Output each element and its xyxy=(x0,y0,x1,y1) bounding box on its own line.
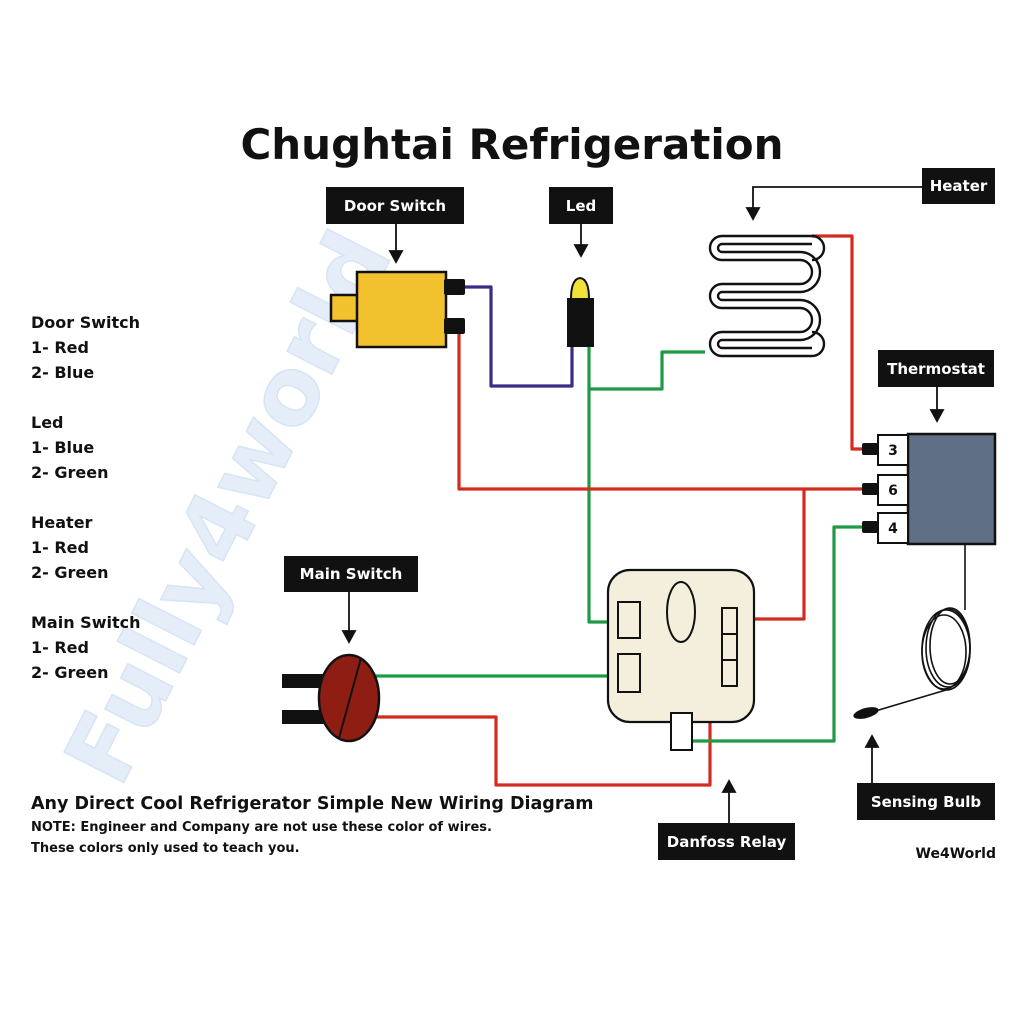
pointer-arrows xyxy=(341,186,945,823)
legend-item: 1- Red xyxy=(31,338,89,357)
door-switch xyxy=(329,270,465,349)
main-switch-prong-top xyxy=(282,674,326,688)
legend-heading: Door Switch xyxy=(31,313,141,332)
relay-terminal-top-left xyxy=(617,601,641,639)
led-tag: Led xyxy=(549,187,613,224)
legend-item: 2- Blue xyxy=(31,363,95,382)
thermostat-terminal-6-label: 6 xyxy=(888,483,898,499)
thermostat-terminal-4-label: 4 xyxy=(888,521,898,537)
diagram-title: Chughtai Refrigeration xyxy=(240,120,784,169)
door-switch-tag: Door Switch xyxy=(326,187,464,224)
thermostat-terminal-3-label: 3 xyxy=(888,443,898,459)
credit-text: We4World xyxy=(915,846,996,862)
relay-terminal-bottom-left xyxy=(617,653,641,693)
main-switch-tag: Main Switch xyxy=(284,556,418,592)
thermostat-terminal-3-box xyxy=(877,434,909,466)
main-switch-divider xyxy=(338,657,362,739)
legend-item: 1- Blue xyxy=(31,438,95,457)
legend-heading: Led xyxy=(31,413,64,432)
legend-group-main-switch: Main Switch 1- Red 2- Green xyxy=(31,610,140,685)
legend-item: 2- Green xyxy=(31,463,109,482)
thermostat-terminal-dots xyxy=(862,443,878,533)
thermostat-terminal-4-box xyxy=(877,512,909,544)
diagram-caption: Any Direct Cool Refrigerator Simple New … xyxy=(31,794,594,859)
danfoss-relay-tag: Danfoss Relay xyxy=(658,823,795,860)
thermostat-terminal-6-box xyxy=(877,474,909,506)
legend-heading: Heater xyxy=(31,513,93,532)
thermostat-tag: Thermostat xyxy=(878,350,994,387)
door-switch-plunger xyxy=(329,293,362,323)
legend-group-door-switch: Door Switch 1- Red 2- Blue xyxy=(31,310,140,385)
led-body xyxy=(567,298,594,347)
legend-item: 2- Green xyxy=(31,663,109,682)
main-switch xyxy=(282,653,381,743)
caption-note-line-2: These colors only used to teach you. xyxy=(31,841,300,856)
legend-item: 2- Green xyxy=(31,563,109,582)
main-switch-prong-bottom xyxy=(282,710,326,724)
sensing-bulb xyxy=(853,707,879,719)
heater-coil xyxy=(708,234,826,358)
red-wire-heater-to-thermostat xyxy=(812,234,878,451)
door-switch-terminal-1 xyxy=(444,279,465,295)
wire-legend: Door Switch 1- Red 2- Blue Led 1- Blue 2… xyxy=(31,310,140,710)
door-switch-body xyxy=(355,270,448,349)
caption-note-line-1: NOTE: Engineer and Company are not use t… xyxy=(31,820,492,835)
sensing-bulb-tag: Sensing Bulb xyxy=(857,783,995,820)
danfoss-relay xyxy=(606,568,756,751)
green-wire-heater-to-led xyxy=(589,350,705,391)
legend-heading: Main Switch xyxy=(31,613,141,632)
legend-item: 1- Red xyxy=(31,538,89,557)
caption-heading: Any Direct Cool Refrigerator Simple New … xyxy=(31,794,594,814)
led-bulb xyxy=(569,276,591,300)
heater-tag: Heater xyxy=(922,168,995,204)
relay-window xyxy=(666,581,696,643)
led xyxy=(567,276,594,347)
red-wire-thermostat-to-relay xyxy=(731,489,806,621)
thermostat-body xyxy=(906,432,997,546)
green-wire-relay-to-thermostat xyxy=(681,525,878,743)
thermostat: 3 6 4 xyxy=(877,432,997,546)
relay-terminal-bottom xyxy=(670,712,693,751)
door-switch-terminal-2 xyxy=(444,318,465,334)
relay-body xyxy=(606,568,756,724)
legend-group-heater: Heater 1- Red 2- Green xyxy=(31,510,140,585)
blue-wire-door-to-led xyxy=(465,285,574,388)
relay-terminal-right-3 xyxy=(721,659,738,687)
capillary-tube xyxy=(871,544,971,713)
legend-item: 1- Red xyxy=(31,638,89,657)
legend-group-led: Led 1- Blue 2- Green xyxy=(31,410,140,485)
red-wire-door-to-thermostat xyxy=(457,328,878,491)
